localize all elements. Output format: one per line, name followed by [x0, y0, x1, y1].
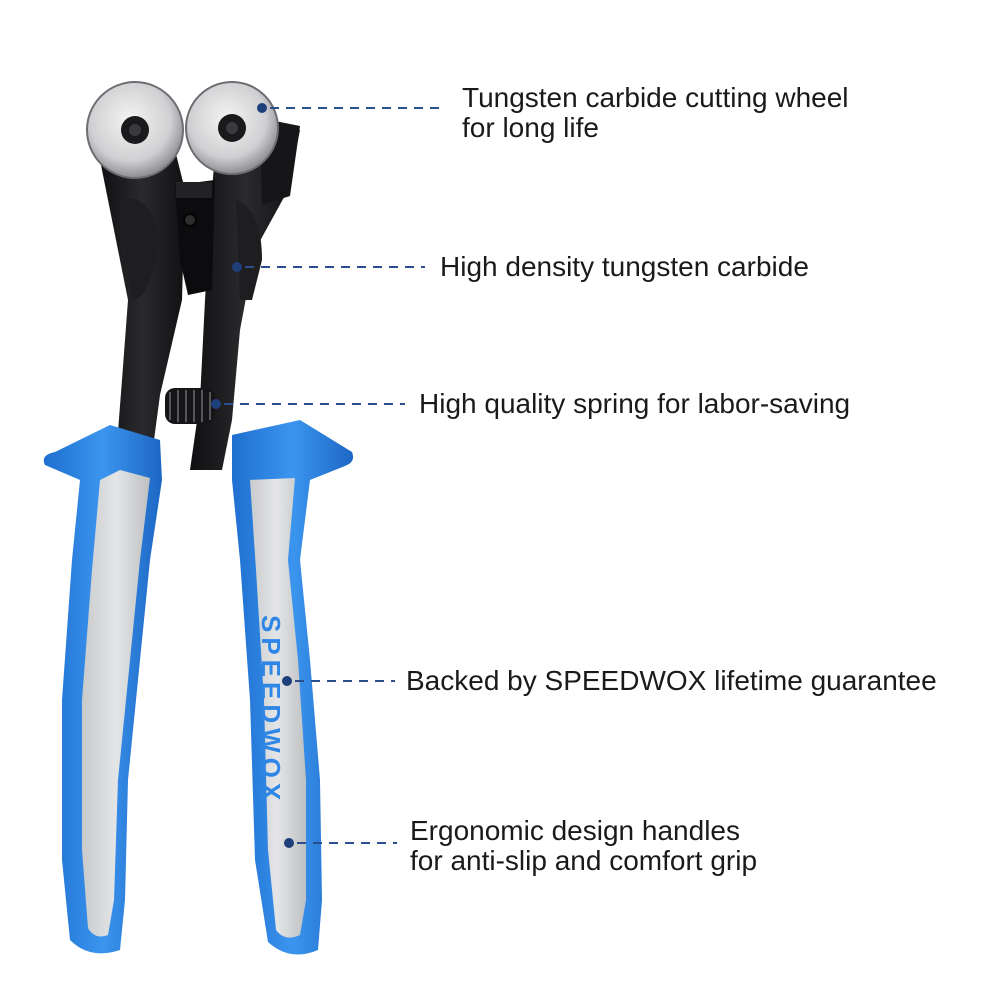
- callout-leaders: [211, 103, 445, 848]
- callout-guarantee: Backed by SPEEDWOX lifetime guarantee: [406, 666, 937, 696]
- steel-jaw-body: [98, 118, 300, 470]
- callout-handles-line-2: for anti-slip and comfort grip: [410, 845, 758, 876]
- callout-carbide: High density tungsten carbide: [440, 252, 809, 282]
- callout-dot-1: [257, 103, 267, 113]
- callout-handles: Ergonomic design handles for anti-slip a…: [410, 816, 757, 876]
- callout-dot-2: [232, 262, 242, 272]
- callout-wheel-line-1: Tungsten carbide cutting wheel: [462, 82, 849, 113]
- callout-wheel: Tungsten carbide cutting wheel for long …: [462, 83, 849, 143]
- callout-carbide-line-1: High density tungsten carbide: [440, 251, 809, 282]
- callout-spring: High quality spring for labor-saving: [419, 389, 850, 419]
- cutting-wheel-left: [86, 81, 184, 179]
- callout-spring-line-1: High quality spring for labor-saving: [419, 388, 851, 419]
- left-handle: [43, 425, 162, 954]
- callout-dot-4: [282, 676, 292, 686]
- right-handle: SPEEDWOX: [232, 420, 354, 955]
- cutting-wheel-right: [185, 81, 279, 175]
- spring: [165, 388, 215, 424]
- callout-dot-3: [211, 399, 221, 409]
- handle-brand-text: SPEEDWOX: [256, 615, 286, 805]
- callout-wheel-line-2: for long life: [462, 112, 599, 143]
- callout-guarantee-line-1: Backed by SPEEDWOX lifetime guarantee: [406, 665, 937, 696]
- callout-handles-line-1: Ergonomic design handles: [410, 815, 740, 846]
- callout-dot-5: [284, 838, 294, 848]
